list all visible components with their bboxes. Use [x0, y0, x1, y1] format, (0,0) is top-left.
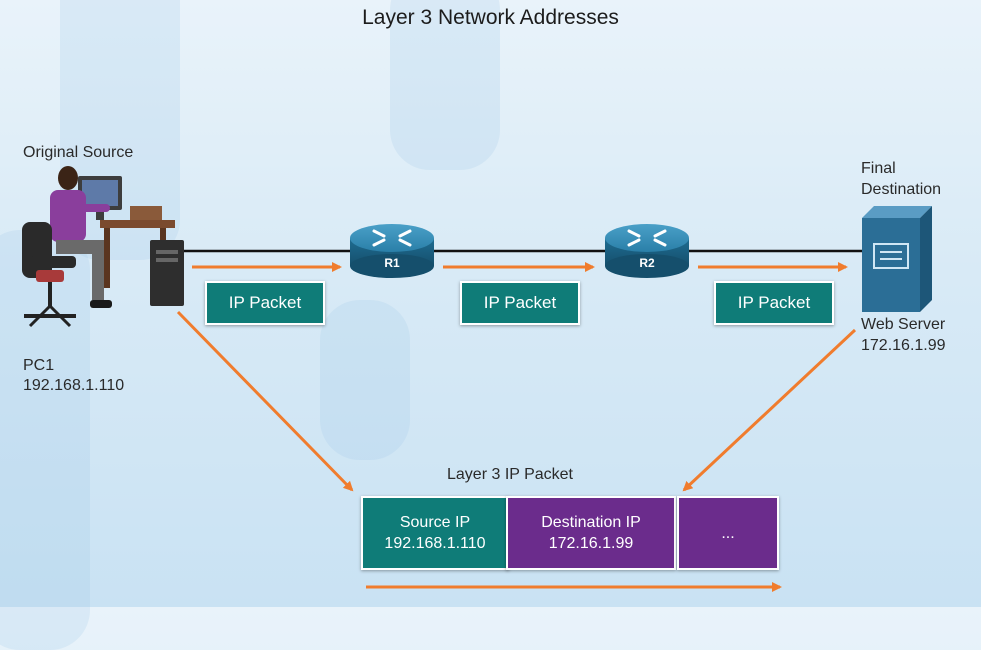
- background-shape: [0, 230, 90, 650]
- field-name: ...: [721, 524, 735, 542]
- router-r2-icon: [605, 224, 689, 278]
- background-shape: [390, 0, 500, 170]
- destination-ip-field: Destination IP 172.16.1.99: [506, 496, 676, 570]
- background-shape: [320, 300, 410, 460]
- destination-role-label-line2: Destination: [861, 181, 942, 198]
- ip-packet-box: IP Packet: [460, 281, 580, 325]
- page-title: Layer 3 Network Addresses: [362, 6, 619, 29]
- field-name: Destination IP: [541, 514, 641, 531]
- router-r1-icon: [350, 224, 434, 278]
- destination-ip: 172.16.1.99: [861, 337, 946, 354]
- ip-packet-box: IP Packet: [205, 281, 325, 325]
- source-to-packet-arrow: [176, 310, 354, 492]
- destination-to-packet-arrow: [682, 328, 857, 492]
- destination-name: Web Server: [861, 316, 946, 333]
- destination-role-label-line1: Final: [861, 160, 896, 177]
- layer3-packet-heading: Layer 3 IP Packet: [447, 466, 573, 483]
- network-diagram: [22, 166, 932, 592]
- source-role-label: Original Source: [23, 144, 134, 161]
- source-ip-field: Source IP 192.168.1.110: [361, 496, 509, 570]
- source-ip: 192.168.1.110: [23, 377, 125, 394]
- field-value: 172.16.1.99: [548, 535, 634, 552]
- web-server-icon: [862, 206, 932, 312]
- pc-workstation-icon: [22, 166, 184, 328]
- remaining-fields: ...: [677, 496, 779, 570]
- router-r2-label: R2: [639, 256, 655, 270]
- field-value: 192.168.1.110: [384, 535, 486, 552]
- source-name: PC1: [23, 357, 55, 374]
- ip-packet-box: IP Packet: [714, 281, 834, 325]
- field-name: Source IP: [399, 514, 471, 531]
- router-r1-label: R1: [384, 256, 400, 270]
